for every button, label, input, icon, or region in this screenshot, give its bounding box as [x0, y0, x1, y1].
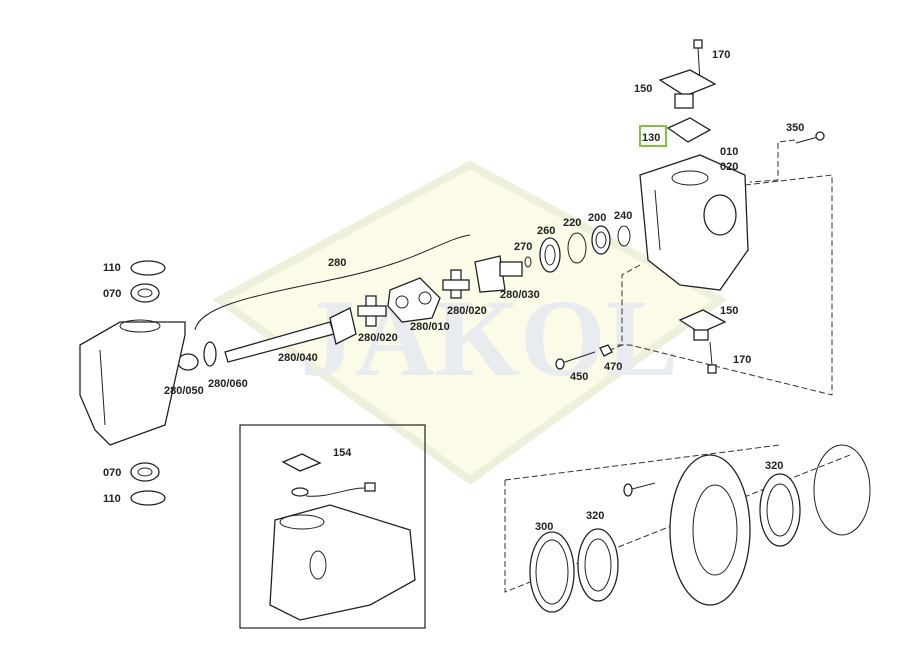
seal-320a: [577, 528, 619, 602]
label-220: 220: [563, 217, 581, 229]
ring-220: [567, 232, 587, 264]
seal-300: [529, 531, 575, 613]
watermark: JAKOL: [300, 277, 679, 399]
cross-280-020b: [442, 269, 470, 299]
leader-350: [749, 139, 796, 183]
axle-housing: [79, 319, 186, 446]
label-280-040: 280/040: [278, 352, 318, 364]
ring-270: [524, 256, 532, 268]
inset-frame: [239, 424, 426, 629]
label-070-bot: 070: [103, 467, 121, 479]
hub-flange: [669, 454, 751, 606]
label-110-bot: 110: [103, 493, 121, 505]
leader-main: [615, 174, 833, 396]
yoke-280-030: [474, 255, 523, 293]
leader-hub: [504, 454, 851, 593]
label-280-030: 280/030: [500, 289, 540, 301]
label-450: 450: [570, 371, 588, 383]
label-154: 154: [333, 447, 352, 459]
label-150-mid: 150: [720, 305, 738, 317]
coupling-280-010: [387, 277, 441, 323]
label-280-010: 280/010: [410, 321, 450, 333]
bolt-450: [555, 351, 596, 370]
gasket-130: [666, 117, 712, 143]
sensor-154: [281, 453, 376, 497]
label-280-050: 280/050: [164, 385, 204, 397]
label-320a: 320: [586, 510, 604, 522]
label-280-060: 280/060: [208, 378, 248, 390]
bearing-110-bot: [130, 490, 166, 506]
label-240: 240: [614, 210, 632, 222]
highlight-box-130: [639, 125, 667, 147]
label-170-mid: 170: [733, 354, 751, 366]
o-ring: [813, 444, 871, 536]
yoke-280-040: [329, 307, 357, 345]
bearing-070-bot: [130, 462, 160, 482]
label-280-020b: 280/020: [358, 332, 398, 344]
leader-hub-top: [504, 444, 781, 481]
label-300: 300: [535, 521, 553, 533]
label-470: 470: [604, 361, 622, 373]
label-170-top: 170: [712, 49, 730, 61]
label-280-020a: 280/020: [447, 305, 487, 317]
nut-470: [599, 344, 613, 357]
label-110-top: 110: [103, 262, 121, 274]
label-010: 010: [720, 146, 738, 158]
seal-260: [539, 237, 561, 273]
inset-housing: [269, 504, 416, 621]
label-280: 280: [328, 257, 346, 269]
cross-280-020a: [357, 295, 387, 327]
label-130: 130: [642, 132, 660, 144]
bolt-170-mid: [707, 341, 717, 374]
label-150-top: 150: [634, 83, 652, 95]
bolt-350: [795, 131, 825, 144]
label-070-top: 070: [103, 288, 121, 300]
seal-280-060: [203, 341, 217, 367]
label-200: 200: [588, 212, 606, 224]
housing-010-020: [639, 154, 749, 291]
label-260: 260: [537, 225, 555, 237]
cover-150-top: [658, 69, 717, 109]
ring-240: [617, 225, 631, 247]
leader-470: [609, 264, 641, 351]
bracket-280: [194, 234, 471, 331]
label-270: 270: [514, 241, 532, 253]
bearing-110-top: [130, 260, 166, 276]
cover-150-mid: [678, 309, 727, 341]
bushing-280-050: [177, 353, 199, 371]
bearing-200: [591, 225, 611, 255]
label-350: 350: [786, 122, 804, 134]
label-020: 020: [720, 161, 738, 173]
seal-320b: [759, 473, 801, 547]
bolt-hub: [623, 482, 656, 497]
bearing-070-top: [130, 283, 160, 303]
label-320b: 320: [765, 460, 783, 472]
